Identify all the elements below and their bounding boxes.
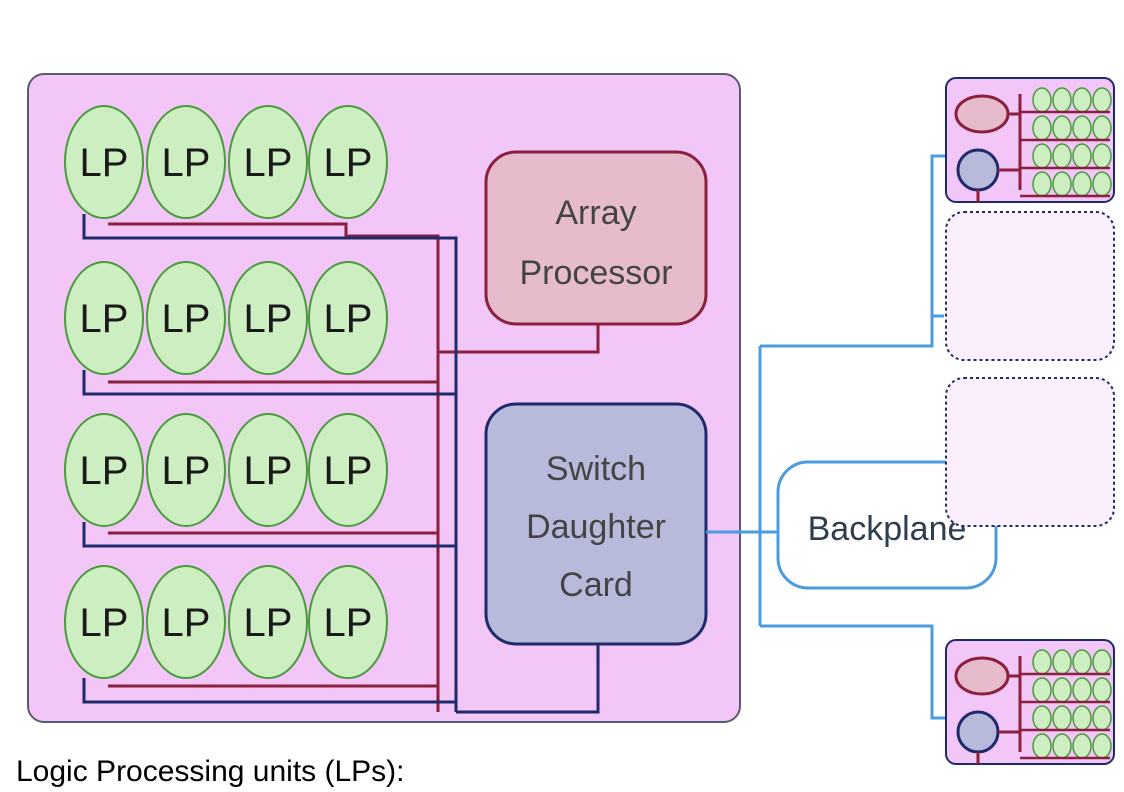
- mini-lp: [1072, 115, 1092, 141]
- mini-lp: [1052, 649, 1072, 675]
- lp-unit: LP: [308, 105, 388, 219]
- lp-unit: LP: [64, 565, 144, 679]
- lp-label: LP: [324, 297, 373, 341]
- mini-lp: [1052, 143, 1072, 169]
- mini-lp: [1072, 733, 1092, 759]
- mini-lp: [1032, 87, 1052, 113]
- array-processor-label-line1: Array: [555, 194, 636, 232]
- lp-label: LP: [162, 449, 211, 493]
- mini-lp: [1032, 143, 1052, 169]
- lp-unit: LP: [228, 105, 308, 219]
- mini-board-bottom-contents: [954, 649, 1112, 764]
- array-processor-label-line2: Processor: [519, 254, 672, 292]
- lp-label: LP: [324, 449, 373, 493]
- mini-bus: [976, 94, 1022, 202]
- mini-array-processor: [954, 656, 1010, 696]
- lp-unit: LP: [308, 261, 388, 375]
- mini-lp: [1052, 705, 1072, 731]
- mini-lp: [1032, 677, 1052, 703]
- mini-lp: [1072, 87, 1092, 113]
- lp-label: LP: [80, 449, 129, 493]
- lp-unit: LP: [64, 413, 144, 527]
- lp-unit: LP: [228, 261, 308, 375]
- mini-lp: [1092, 677, 1112, 703]
- right-board-empty-2: [945, 377, 1115, 527]
- lp-label: LP: [324, 601, 373, 645]
- lp-unit: LP: [146, 105, 226, 219]
- mini-board-top-contents: [954, 87, 1112, 202]
- lp-label: LP: [162, 297, 211, 341]
- mini-lp: [1092, 87, 1112, 113]
- lp-unit: LP: [308, 565, 388, 679]
- mini-lp: [1092, 649, 1112, 675]
- mini-lp: [1092, 143, 1112, 169]
- backplane-label: Backplane: [808, 510, 967, 548]
- lp-label: LP: [324, 141, 373, 185]
- lp-unit: LP: [228, 565, 308, 679]
- mini-lp: [1032, 115, 1052, 141]
- mini-lp: [1052, 171, 1072, 197]
- caption: Logic Processing units (LPs):: [16, 755, 405, 788]
- mini-lp: [1072, 143, 1092, 169]
- right-board-empty-1: [945, 211, 1115, 361]
- switch-card-label-line3: Card: [559, 566, 633, 604]
- mini-lp: [1092, 705, 1112, 731]
- switch-card-label-line1: Switch: [546, 450, 646, 488]
- switch-daughter-card-block: [484, 402, 708, 646]
- mini-lp: [1052, 677, 1072, 703]
- mini-lp: [1072, 677, 1092, 703]
- mini-bus: [976, 656, 1022, 764]
- lp-label: LP: [80, 601, 129, 645]
- lp-label: LP: [162, 601, 211, 645]
- mini-lp: [1052, 115, 1072, 141]
- mini-lp: [1032, 733, 1052, 759]
- lp-label: LP: [244, 449, 293, 493]
- mini-switch-card: [956, 710, 1000, 754]
- mini-lp: [1032, 171, 1052, 197]
- lp-unit: LP: [64, 105, 144, 219]
- lp-unit: LP: [64, 261, 144, 375]
- mini-lp: [1072, 171, 1092, 197]
- lp-label: LP: [162, 141, 211, 185]
- mini-array-processor: [954, 94, 1010, 134]
- mini-lp: [1092, 171, 1112, 197]
- lp-grid: LP LP LP LP LP LP LP LP LP LP LP LP LP LP LP LP: [64, 105, 388, 679]
- lp-label: LP: [244, 601, 293, 645]
- mini-lp: [1092, 115, 1112, 141]
- mini-lp: [1072, 705, 1092, 731]
- system-diagram: LP LP LP LP LP LP LP LP LP LP LP LP LP LP LP LP Array P…: [27, 73, 1115, 765]
- switch-card-label-line2: Daughter: [526, 508, 666, 546]
- lp-label: LP: [244, 141, 293, 185]
- lp-label: LP: [80, 141, 129, 185]
- mini-lp: [1032, 705, 1052, 731]
- mini-lp: [1092, 733, 1112, 759]
- array-processor-block: [484, 150, 708, 326]
- lp-unit: LP: [228, 413, 308, 527]
- mini-lp: [1032, 649, 1052, 675]
- lp-unit: LP: [146, 261, 226, 375]
- mini-lp: [1052, 733, 1072, 759]
- mini-lp: [1052, 87, 1072, 113]
- mini-switch-card: [956, 148, 1000, 192]
- lp-label: LP: [80, 297, 129, 341]
- lp-label: LP: [244, 297, 293, 341]
- lp-unit: LP: [146, 413, 226, 527]
- navy-bus-lines: [82, 214, 600, 714]
- mini-lp: [1072, 649, 1092, 675]
- lp-unit: LP: [308, 413, 388, 527]
- lp-unit: LP: [146, 565, 226, 679]
- backplane-links: [706, 154, 956, 720]
